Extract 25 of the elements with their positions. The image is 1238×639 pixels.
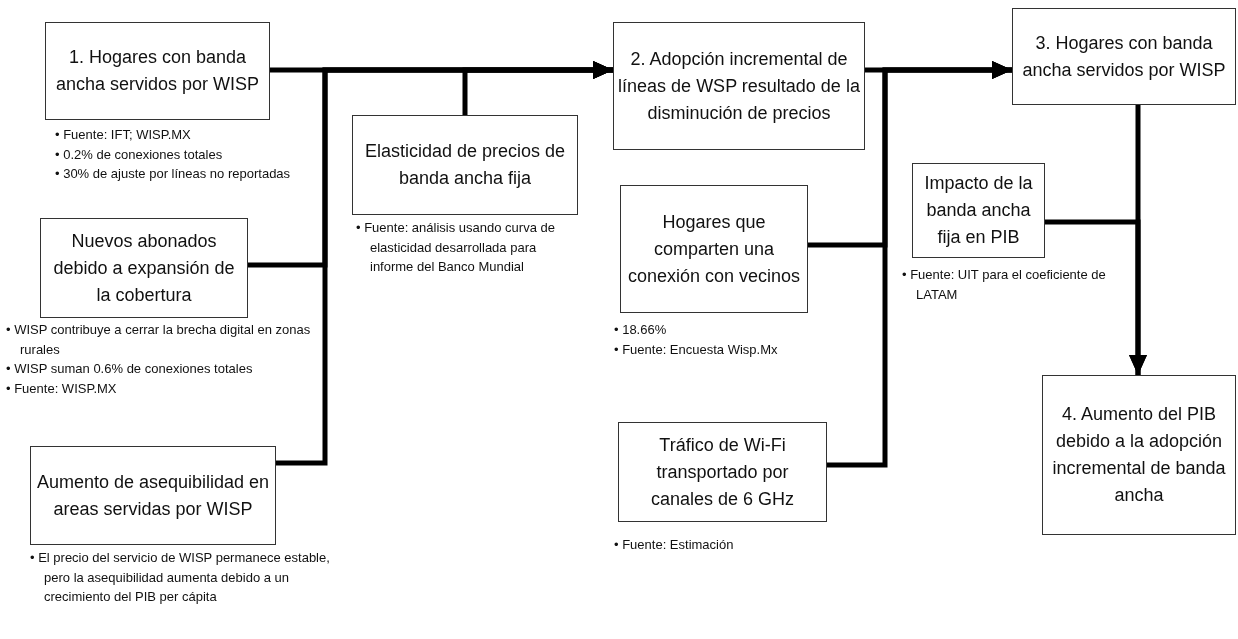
bullet-note: • Fuente: Estimación	[614, 536, 735, 554]
process-box: Aumento de asequibilidad en areas servidas por WISP	[30, 446, 276, 545]
bullet-note: • El precio del servicio de WISP permanece estable, pero la asequibilidad aumenta debido a un crecimiento del PIB per cápita	[30, 549, 331, 606]
arrow	[827, 61, 1012, 468]
process-box: 2. Adopción incremental de líneas de WSP resultado de la disminución de precios	[613, 22, 865, 150]
arrow	[462, 61, 613, 115]
bullet-note: • Fuente: IFT; WISP.MX	[55, 126, 192, 144]
arrow	[1045, 219, 1147, 375]
process-box: 4. Aumento del PIB debido a la adopción incremental de banda ancha	[1042, 375, 1236, 535]
process-box: Tráfico de Wi-Fi transportado por canales de 6 GHz	[618, 422, 827, 522]
bullet-note: • Fuente: análisis usando curva de elasticidad desarrollada para informe del Banco Mundial	[356, 219, 556, 276]
process-box: Impacto de la banda ancha fija en PIB	[912, 163, 1045, 258]
bullet-note: • 18.66%	[614, 321, 668, 339]
bullet-note: • Fuente: UIT para el coeficiente de LATAM	[902, 266, 1107, 304]
bullet-note: • Fuente: Encuesta Wisp.Mx	[614, 340, 779, 359]
bullet-note: • Fuente: WISP.MX	[6, 379, 118, 398]
bullet-note: • 30% de ajuste por líneas no reportadas	[55, 165, 292, 183]
bullet-note: • 0.2% de conexiones totales	[55, 145, 224, 164]
bullet-note: • WISP contribuye a cerrar la brecha digital en zonas rurales	[6, 321, 312, 359]
process-box: 3. Hogares con banda ancha servidos por WISP	[1012, 8, 1236, 105]
process-box: 1. Hogares con banda ancha servidos por WISP	[45, 22, 270, 120]
process-box: Hogares que comparten una conexión con vecinos	[620, 185, 808, 313]
process-box: Elasticidad de precios de banda ancha fija	[352, 115, 578, 215]
bullet-note: • WISP suman 0.6% de conexiones totales	[6, 360, 254, 378]
process-box: Nuevos abonados debido a expansión de la cobertura	[40, 218, 248, 318]
